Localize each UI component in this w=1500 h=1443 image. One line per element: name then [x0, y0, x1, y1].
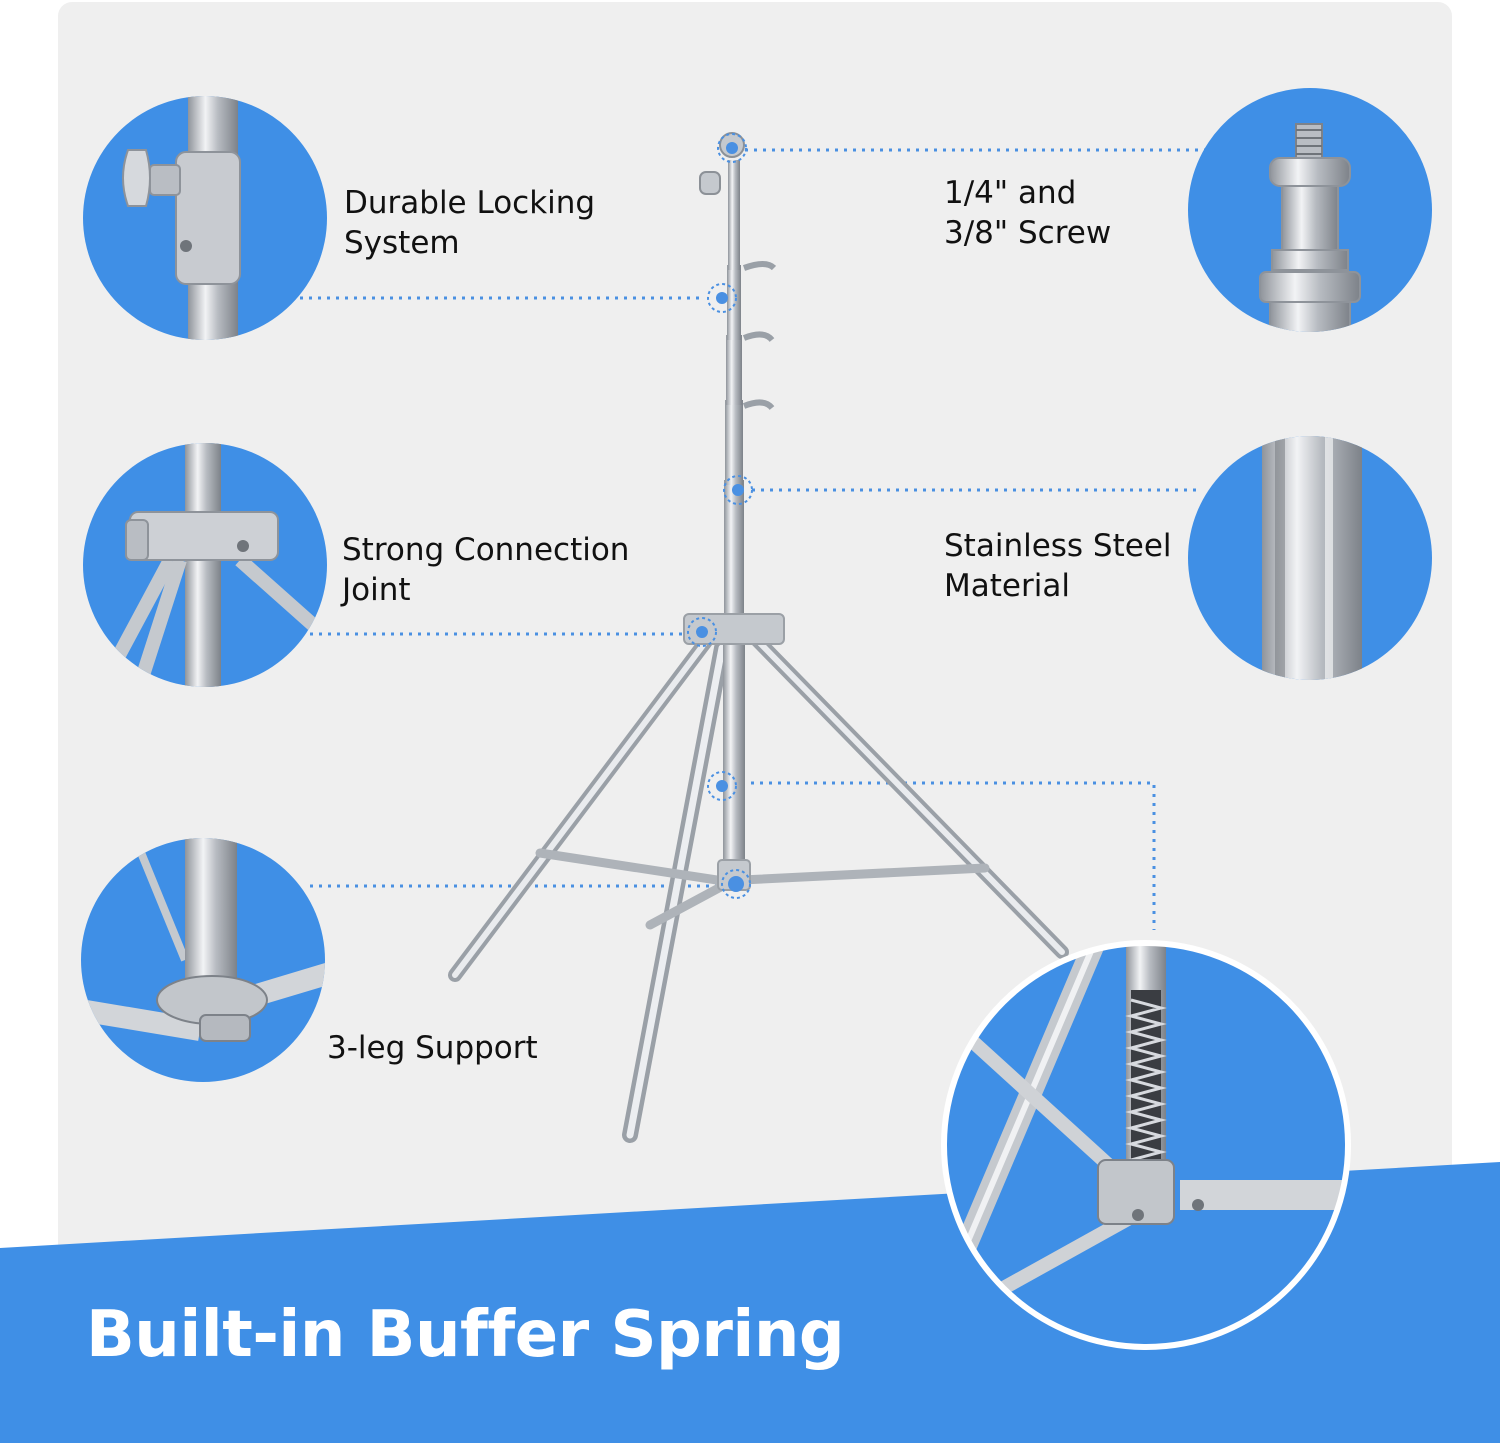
- leg-base-icon: [81, 838, 325, 1082]
- feature-label-material: Stainless Steel Material: [944, 526, 1172, 606]
- hotspot-marker: [707, 771, 737, 801]
- feature-label-joint: Strong Connection Joint: [342, 530, 629, 610]
- connection-joint-icon: [83, 443, 327, 687]
- feature-label-line: Durable Locking: [344, 185, 596, 221]
- feature-label-line: Material: [944, 568, 1070, 604]
- banner-headline: Built-in Buffer Spring: [86, 1298, 845, 1372]
- hotspot-marker: [717, 133, 747, 163]
- hotspot-marker: [721, 869, 751, 899]
- feature-label-line: 3/8" Screw: [944, 215, 1112, 251]
- feature-label-line: Joint: [342, 572, 411, 608]
- feature-label-line: Stainless Steel: [944, 528, 1172, 564]
- feature-label-line: 3-leg Support: [327, 1030, 538, 1066]
- leader-lines: [300, 148, 1206, 930]
- stand-legs: [448, 633, 1069, 1143]
- feature-label-line: System: [344, 225, 460, 261]
- hotspot-marker: [707, 283, 737, 313]
- hotspot-marker: [723, 475, 753, 505]
- buffer-spring-icon: [941, 940, 1351, 1350]
- locking-knob-icon: [83, 96, 327, 340]
- feature-label-screw: 1/4" and 3/8" Screw: [944, 173, 1111, 253]
- hotspot-markers: [687, 133, 753, 899]
- feature-label-line: 1/4" and: [944, 175, 1077, 211]
- feature-label-locking: Durable Locking System: [344, 183, 595, 263]
- feature-label-legs: 3-leg Support: [327, 1028, 538, 1068]
- feature-label-line: Strong Connection: [342, 532, 630, 568]
- screw-adapter-icon: [1188, 88, 1432, 332]
- hotspot-marker: [687, 617, 717, 647]
- stand-pole: [683, 132, 785, 891]
- steel-tube-icon: [1188, 436, 1432, 680]
